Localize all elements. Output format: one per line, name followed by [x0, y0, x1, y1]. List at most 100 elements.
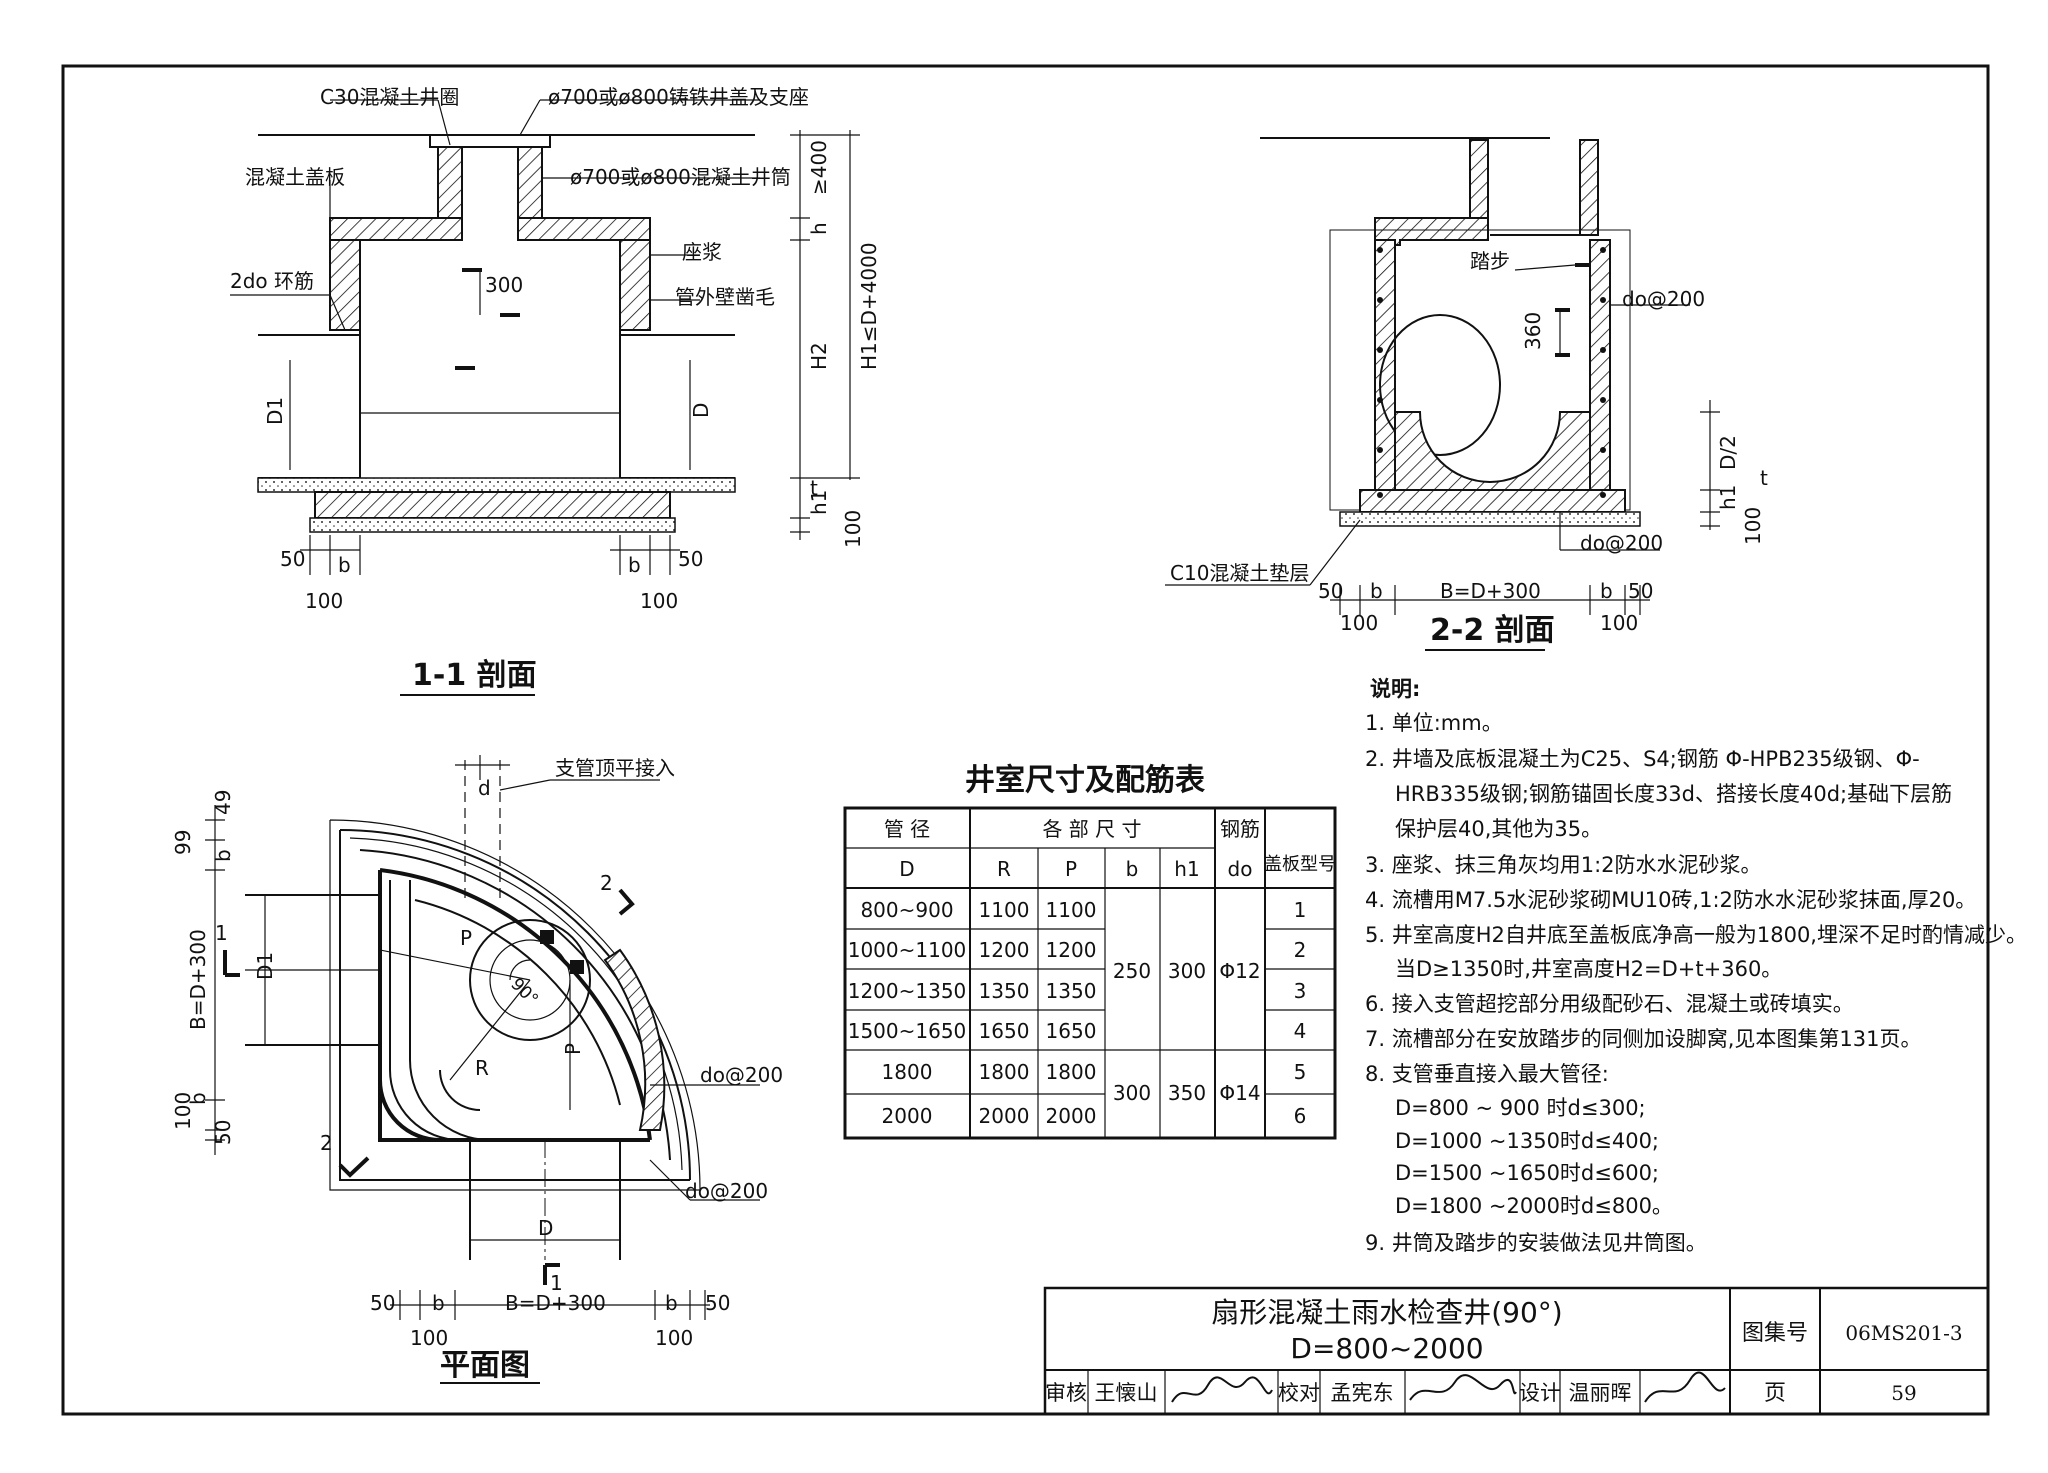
plan-bot-width: B=D+300 — [505, 1291, 606, 1315]
dim-100-22: 100 — [1741, 507, 1765, 545]
reviewer-name: 王懐山 — [1095, 1381, 1158, 1405]
dim-d-half: D/2 — [1716, 435, 1740, 470]
plan-dim-100-left: 100 — [171, 1092, 195, 1130]
plan-cut-2-top: 2 — [600, 871, 613, 895]
checker-name: 孟宪东 — [1331, 1381, 1394, 1405]
dim-ge400: ≥400 — [807, 140, 831, 195]
note-line: D=1500 ~1650时d≤600; — [1395, 1161, 1659, 1185]
label-ring: C30混凝土井圈 — [320, 85, 459, 109]
designer-name: 温丽晖 — [1569, 1381, 1632, 1405]
section-1-1-title: 1-1 剖面 — [412, 658, 537, 693]
dim-h: h — [807, 222, 831, 235]
plan-d-small: d — [478, 776, 491, 800]
table-cell: 2000 — [1046, 1104, 1097, 1128]
note-line: 7. 流槽部分在安放踏步的同侧加设脚窝,见本图集第131页。 — [1365, 1027, 1921, 1051]
plan-p-top: P — [460, 926, 472, 950]
plan-cut-1-top: 1 — [215, 921, 228, 945]
dim-right-50: 50 — [678, 547, 703, 571]
dim-22-width: B=D+300 — [1440, 579, 1541, 603]
review-label: 审核 — [1045, 1381, 1087, 1405]
table-cell: 5 — [1294, 1060, 1307, 1084]
plan-bot-b: b — [432, 1291, 445, 1315]
sheet-border — [61, 64, 1990, 1416]
label-ring-bar: 2do 环筋 — [230, 269, 314, 293]
table-cell: Φ14 — [1219, 1081, 1260, 1105]
table-cell: Φ12 — [1219, 959, 1260, 983]
label-d: D — [689, 403, 713, 418]
dim-t: t — [810, 476, 818, 500]
th-dims: 各 部 尺 寸 — [1042, 817, 1141, 841]
dim-22-left-b: b — [1370, 579, 1383, 603]
plan-cut-1-bot: 1 — [550, 1271, 563, 1295]
check-label: 校对 — [1278, 1381, 1320, 1405]
th-h1: h1 — [1174, 857, 1199, 881]
plan-bot-50-2: 50 — [705, 1291, 730, 1315]
table-cell: 800~900 — [860, 898, 953, 922]
table-cell: 2000 — [882, 1104, 933, 1128]
section-2-2 — [1165, 137, 1720, 651]
table-cell: 1100 — [1046, 898, 1097, 922]
note-line: 3. 座浆、抹三角灰均用1:2防水水泥砂浆。 — [1365, 853, 1762, 877]
plan-bot-b2: b — [665, 1291, 678, 1315]
table-cell: 1650 — [1046, 1019, 1097, 1043]
dim-h2: H2 — [807, 342, 831, 370]
th-pipe: 管 径 — [884, 817, 930, 841]
dim-22-left-100: 100 — [1340, 611, 1378, 635]
plan-d1: D1 — [253, 952, 277, 980]
dim-right-b: b — [628, 553, 641, 577]
design-label: 设计 — [1519, 1381, 1561, 1405]
table-cell: 1200 — [979, 938, 1030, 962]
dim-360: 360 — [1521, 312, 1545, 350]
dim-t-22: t — [1760, 466, 1768, 490]
table-cell: 6 — [1294, 1104, 1307, 1128]
note-line: D=1000 ~1350时d≤400; — [1395, 1129, 1659, 1153]
table-cell: 300 — [1168, 959, 1206, 983]
page-label: 页 — [1764, 1381, 1786, 1406]
note-line: 9. 井筒及踏步的安装做法见井筒图。 — [1365, 1231, 1707, 1255]
note-line: 6. 接入支管超挖部分用级配砂石、混凝土或砖填实。 — [1365, 992, 1854, 1016]
table-cell: 300 — [1113, 1081, 1151, 1105]
plan-r: R — [475, 1056, 489, 1080]
plan-p-right: P — [561, 1043, 585, 1055]
label-do200-b: do@200 — [1580, 531, 1663, 555]
note-line: 4. 流槽用M7.5水泥砂浆砌MU10砖,1:2防水水泥砂浆抹面,厚20。 — [1365, 888, 1976, 912]
label-d1: D1 — [263, 397, 287, 425]
note-line: 1. 单位:mm。 — [1365, 711, 1503, 735]
plan-dim-b-left: b — [186, 1092, 210, 1105]
label-slab: 混凝土盖板 — [245, 165, 345, 189]
table-cell: 1 — [1294, 898, 1307, 922]
dim-left-100: 100 — [305, 589, 343, 613]
dim-22-right-50: 50 — [1628, 579, 1653, 603]
plan-d-bottom: D — [538, 1216, 553, 1240]
table-cell: 1000~1100 — [848, 938, 967, 962]
th-d: D — [899, 857, 914, 881]
label-shaft: ø700或ø800混凝土井筒 — [570, 165, 791, 189]
table-cell: 1800 — [1046, 1060, 1097, 1084]
atlas-label: 图集号 — [1742, 1321, 1808, 1346]
note-line: 2. 井墙及底板混凝土为C25、S4;钢筋 Φ-HPB235级钢、Φ- — [1365, 747, 1920, 771]
table-cell: 2000 — [979, 1104, 1030, 1128]
label-pipe-rough: 管外壁凿毛 — [675, 285, 775, 309]
table-cell: 4 — [1294, 1019, 1307, 1043]
plan-dim-50-left: 50 — [211, 1120, 235, 1145]
dim-h1-22: h1 — [1716, 485, 1740, 510]
note-line: 保护层40,其他为35。 — [1395, 817, 1602, 841]
table-cell: 3 — [1294, 979, 1307, 1003]
table-title: 井室尺寸及配筋表 — [965, 763, 1205, 798]
plan-title: 平面图 — [440, 1348, 530, 1383]
dim-left-50: 50 — [280, 547, 305, 571]
label-cushion: C10混凝土垫层 — [1170, 561, 1309, 585]
dim-left-b: b — [338, 553, 351, 577]
notes-heading: 说明: — [1370, 677, 1420, 701]
signature-designer — [1644, 1371, 1726, 1403]
note-line: D=800 ~ 900 时d≤300; — [1395, 1096, 1646, 1120]
table-cell: 1800 — [979, 1060, 1030, 1084]
dimension-table — [843, 806, 1337, 1140]
table-cell: 2 — [1294, 938, 1307, 962]
table-cell: 1200~1350 — [848, 979, 967, 1003]
label-step-300: 300 — [485, 273, 523, 297]
table-cell: 1800 — [882, 1060, 933, 1084]
dim-100: 100 — [841, 510, 865, 548]
table-cell: 250 — [1113, 959, 1151, 983]
